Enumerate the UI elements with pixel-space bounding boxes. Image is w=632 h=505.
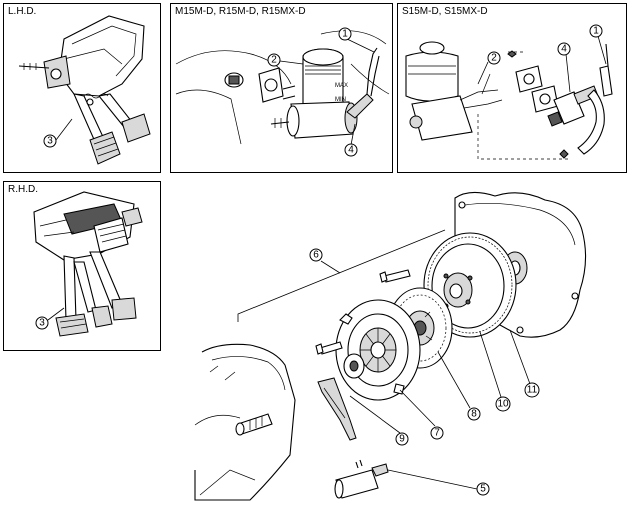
callout-main-8: 8	[467, 407, 481, 421]
panel-s15m: S15M-D, S15MX-D	[397, 3, 627, 173]
panel-rhd: R.H.D. 3	[3, 181, 161, 351]
svg-text:8: 8	[471, 409, 477, 420]
svg-text:6: 6	[313, 250, 319, 261]
master-cylinder-m15-illustration: MAX MIN	[175, 30, 390, 145]
callout-s15m-2: 2	[487, 51, 501, 65]
callout-m15m-2: 2	[267, 53, 281, 67]
svg-text:4: 4	[561, 44, 567, 55]
callout-group-rhd: 3	[35, 307, 65, 330]
panel-title-lhd: L.H.D.	[8, 6, 37, 17]
callout-group-s15m: 1 2 4	[477, 24, 607, 93]
svg-text:10: 10	[497, 399, 509, 410]
svg-text:2: 2	[271, 55, 277, 66]
svg-text:2: 2	[491, 53, 497, 64]
callout-lhd-3: 3	[43, 134, 57, 148]
callout-s15m-1: 1	[589, 24, 603, 38]
panel-m15m: M15M-D, R15M-D, R15MX-D MAX MIN	[170, 3, 393, 173]
svg-text:5: 5	[480, 484, 486, 495]
callout-s15m-4: 4	[557, 42, 571, 56]
callout-main-6: 6	[309, 248, 323, 262]
panel-title-m15m: M15M-D, R15M-D, R15MX-D	[175, 6, 306, 17]
pedal-assembly-rhd-illustration	[33, 191, 143, 337]
svg-text:3: 3	[39, 318, 45, 329]
callout-m15m-4: 4	[344, 143, 358, 157]
panel-title-rhd: R.H.D.	[8, 184, 38, 195]
svg-text:3: 3	[47, 136, 53, 147]
panel-title-s15m: S15M-D, S15MX-D	[402, 6, 488, 17]
svg-text:7: 7	[434, 428, 440, 439]
callout-group-m15m: 1 2 4	[267, 27, 375, 157]
svg-text:9: 9	[399, 434, 405, 445]
callout-main-5: 5	[476, 482, 490, 496]
svg-text:4: 4	[348, 145, 354, 156]
reservoir-min-label: MIN	[335, 97, 346, 103]
panel-lhd: L.H.D. 3	[3, 3, 161, 173]
reservoir-max-label: MAX	[335, 83, 348, 89]
callout-rhd-3: 3	[35, 316, 49, 330]
svg-text:1: 1	[593, 26, 599, 37]
callout-main-7: 7	[430, 426, 444, 440]
svg-text:1: 1	[342, 29, 348, 40]
callout-main-9: 9	[395, 432, 409, 446]
master-cylinder-s15-illustration	[405, 41, 613, 160]
callout-m15m-1: 1	[338, 27, 352, 41]
callout-main-10: 10	[495, 396, 511, 412]
callout-group-lhd: 3	[43, 118, 73, 148]
pedal-assembly-lhd-illustration	[18, 15, 151, 165]
svg-text:11: 11	[527, 385, 538, 396]
callout-main-11: 11	[524, 382, 540, 398]
